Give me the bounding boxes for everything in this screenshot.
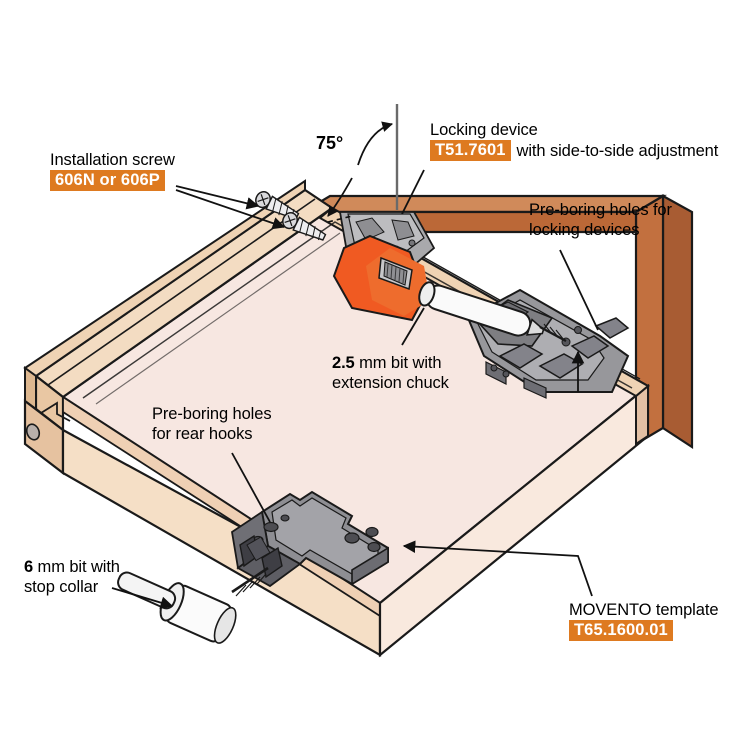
locking-device-suffix: with side-to-side adjustment [516,141,719,160]
preboring-rear-hooks-label: Pre-boring holes for rear hooks [152,404,272,444]
preboring-locking-line2: locking devices [529,221,640,239]
bit-6mm-label: 6 mm bit with stop collar [24,557,120,597]
movento-template-part [231,490,389,588]
locking-device-badge-row: T51.7601 with side-to-side adjustment [430,140,718,161]
bit-6mm-rest: mm bit with [33,558,120,576]
angle-75-indicator [327,104,399,223]
extension-chuck-drill-bit [418,281,567,343]
locking-device-part [332,211,436,322]
locking-device-label: Locking device T51.7601 with side-to-sid… [430,120,718,161]
locking-device-adjuster [378,256,413,291]
installation-screw-text: Installation screw [50,151,175,169]
locking-device-text: Locking device [430,121,538,139]
side-rail-left-rear [23,179,334,433]
locking-device-badge: T51.7601 [430,140,511,161]
bit-2-5mm-line1: 2.5 mm bit with [332,353,449,373]
movento-template-badge: T65.1600.01 [569,620,673,641]
bit-2-5mm-rest: mm bit with [354,354,442,372]
bit-6mm-value: 6 [24,558,34,576]
bit-6mm-line1: 6 mm bit with [24,557,120,577]
bit-2-5mm-value: 2.5 [332,354,355,372]
preboring-rear-line2: for rear hooks [152,425,253,443]
movento-template-text: MOVENTO template [569,601,719,619]
installation-screw-label: Installation screw 606N or 606P [50,150,175,191]
preboring-locking-line1: Pre-boring holes for [529,201,672,219]
bit-2-5mm-line2: extension chuck [332,374,449,392]
preboring-locking-devices-label: Pre-boring holes for locking devices [529,200,672,240]
leader-lines [111,169,599,609]
angle-value-label: 75° [316,133,344,153]
preboring-rear-line1: Pre-boring holes [152,405,272,423]
bit-6mm-line2: stop collar [24,578,99,596]
installation-screw-badge: 606N or 606P [50,170,165,191]
movento-template-label: MOVENTO template T65.1600.01 [569,600,718,641]
bit-2-5mm-label: 2.5 mm bit with extension chuck [332,353,449,393]
